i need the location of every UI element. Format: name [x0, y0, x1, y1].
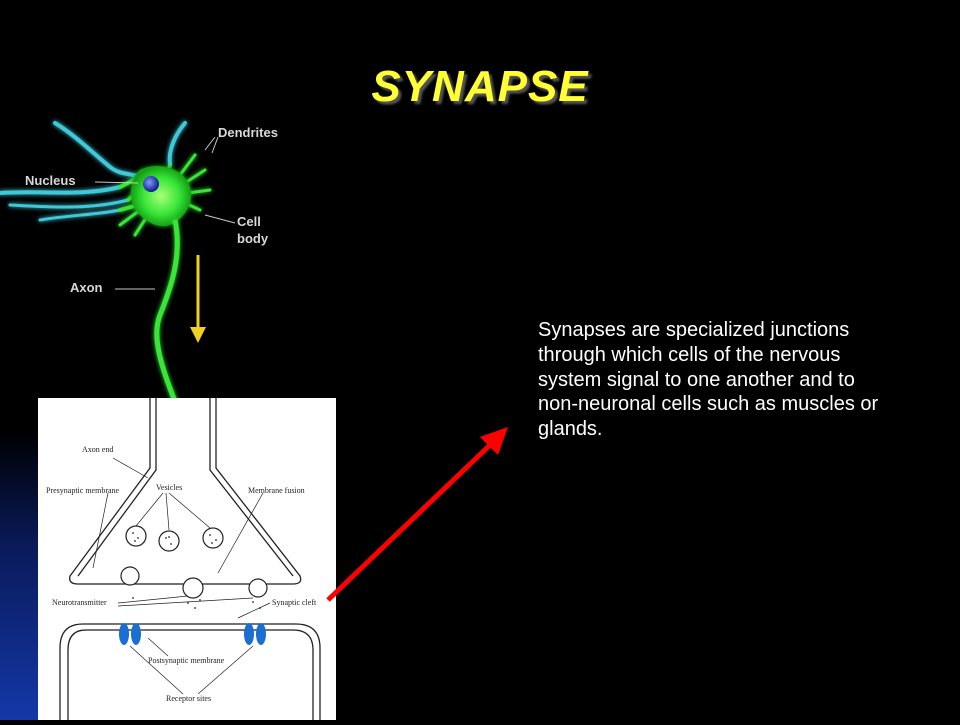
synapse-svg — [59, 398, 321, 720]
neuron-illustration: Dendrites Nucleus Cell body Axon — [0, 115, 305, 415]
cell-body-icon — [131, 166, 192, 227]
down-arrow-icon — [190, 255, 206, 343]
label-dendrites: Dendrites — [218, 125, 278, 140]
receptor-sites-icon — [119, 623, 266, 645]
label-synaptic-cleft: Synaptic cleft — [272, 598, 317, 607]
label-nucleus: Nucleus — [25, 173, 76, 188]
slide-title: SYNAPSE — [371, 62, 589, 111]
synapse-diagram: Axon end Presynaptic membrane Vesicles M… — [38, 398, 336, 720]
label-axon-end: Axon end — [82, 445, 114, 454]
label-receptor-sites: Receptor sites — [166, 694, 212, 703]
label-body: body — [237, 231, 269, 246]
label-axon: Axon — [70, 280, 103, 295]
vesicles-icon — [120, 525, 268, 599]
label-cell: Cell — [237, 214, 261, 229]
label-presynaptic-membrane: Presynaptic membrane — [46, 486, 120, 495]
label-membrane-fusion: Membrane fusion — [248, 486, 305, 495]
label-neurotransmitter: Neurotransmitter — [52, 598, 107, 607]
neuron-svg — [0, 121, 236, 415]
slide-body-text: Synapses are specialized junctions throu… — [538, 319, 879, 441]
nucleus-icon — [143, 176, 159, 192]
pointer-arrow-icon — [326, 427, 508, 602]
label-vesicles: Vesicles — [156, 483, 183, 492]
axon-icon — [154, 219, 183, 415]
label-postsynaptic-membrane: Postsynaptic membrane — [148, 656, 225, 665]
